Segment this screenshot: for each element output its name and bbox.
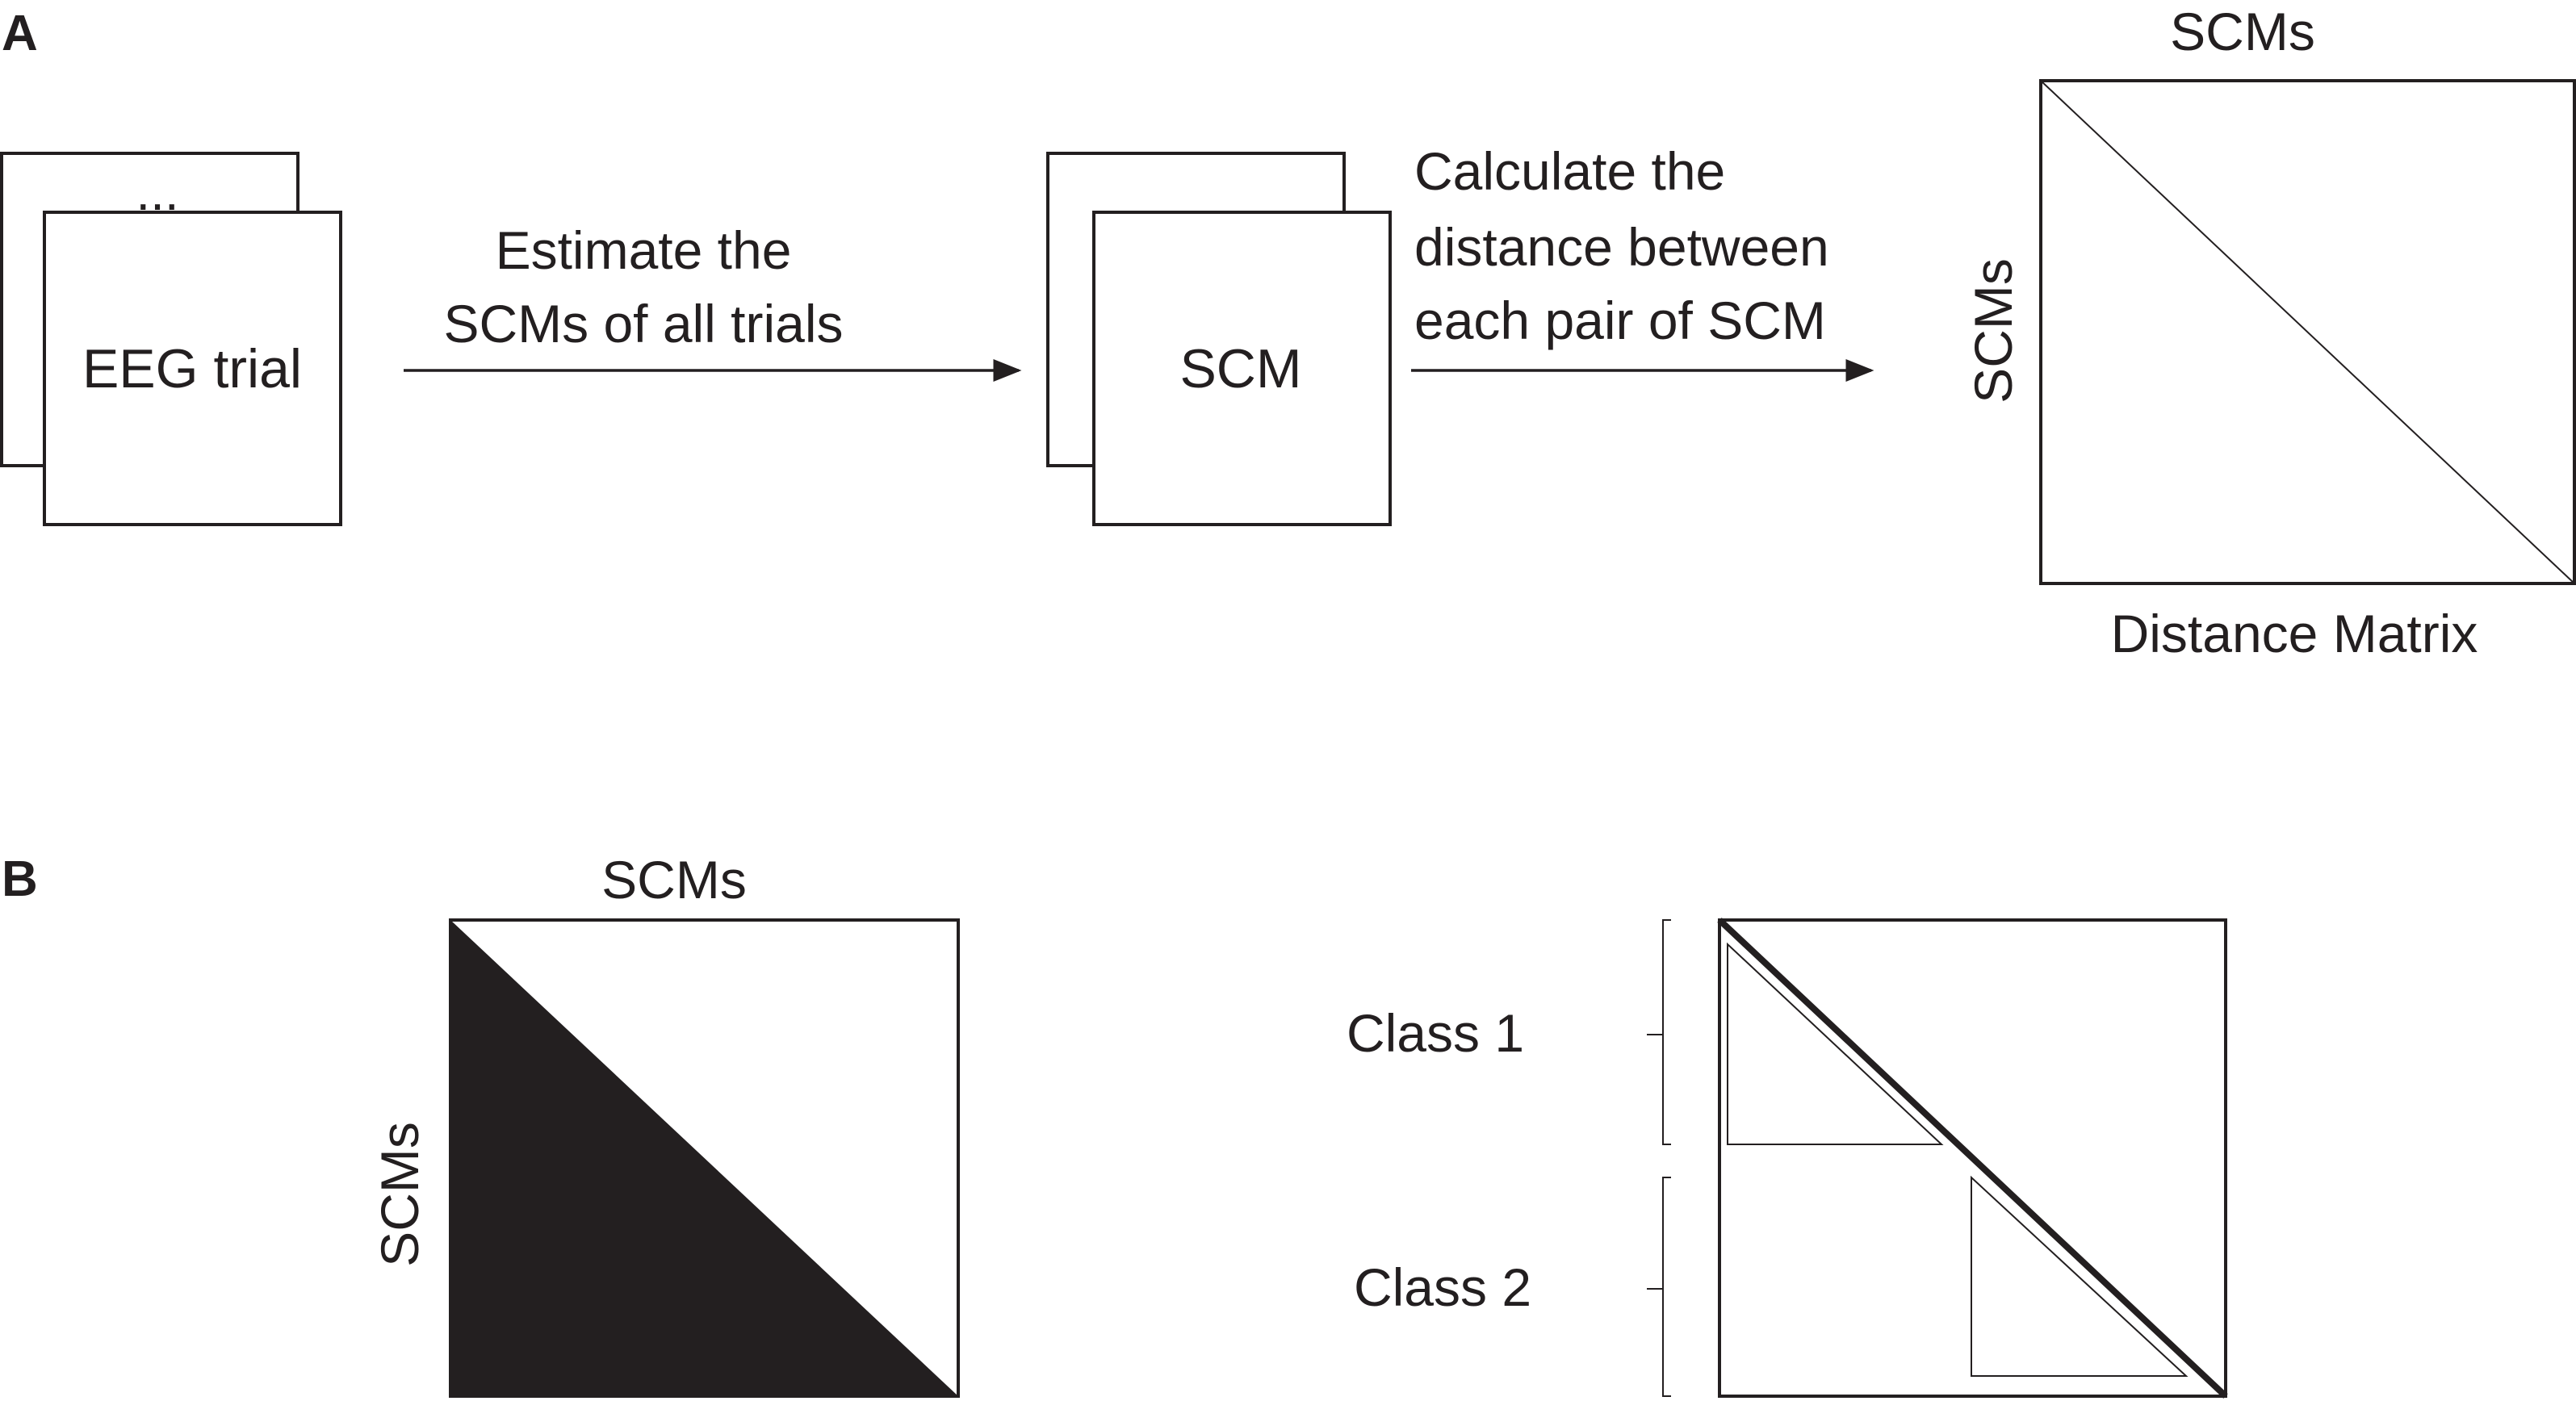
eeg-trial-stack: ... EEG trial (0, 152, 342, 526)
distance-matrix: SCMs SCMs Distance Matrix (1963, 2, 2576, 663)
distance-matrix-diagonal (2040, 80, 2575, 584)
class-matrix-diagonal (1717, 918, 2228, 1399)
class2-bracket (1647, 1177, 1671, 1397)
scm-label: SCM (1179, 338, 1301, 399)
distance-arrow: Calculate the distance between each pair… (1411, 141, 1874, 382)
class1-label: Class 1 (1347, 1003, 1524, 1063)
distance-caption-line2: distance between (1414, 217, 1829, 277)
distance-matrix-top-label: SCMs (2170, 2, 2315, 61)
filled-matrix-top-label: SCMs (601, 850, 747, 910)
scm-stack: SCM (1046, 152, 1392, 526)
distance-matrix-bottom-label: Distance Matrix (2111, 604, 2478, 663)
class1-bracket (1647, 919, 1671, 1145)
class2-triangle (1971, 1175, 2189, 1377)
estimate-scm-caption-line2: SCMs of all trials (443, 294, 843, 353)
estimate-scm-arrow: Estimate the SCMs of all trials (404, 220, 1022, 382)
panel-b-label: B (2, 851, 38, 907)
eeg-trial-label: EEG trial (82, 338, 302, 399)
filled-matrix-side-label: SCMs (370, 1122, 429, 1267)
distance-caption-line3: each pair of SCM (1414, 291, 1826, 350)
eeg-trial-front-card (43, 211, 342, 526)
class-block-matrix: Class 1 Class 2 (1347, 918, 2228, 1399)
class2-label: Class 2 (1354, 1257, 1531, 1317)
estimate-scm-caption-line1: Estimate the (496, 220, 792, 280)
distance-caption-line1: Calculate the (1414, 141, 1725, 201)
lower-triangle-fill (450, 920, 958, 1396)
filled-triangle-matrix: SCMs SCMs (370, 850, 960, 1398)
distance-matrix-side-label: SCMs (1963, 258, 2023, 404)
panel-a-label: A (2, 6, 38, 61)
class1-triangle (1727, 942, 1944, 1145)
scm-front-card (1092, 211, 1392, 526)
